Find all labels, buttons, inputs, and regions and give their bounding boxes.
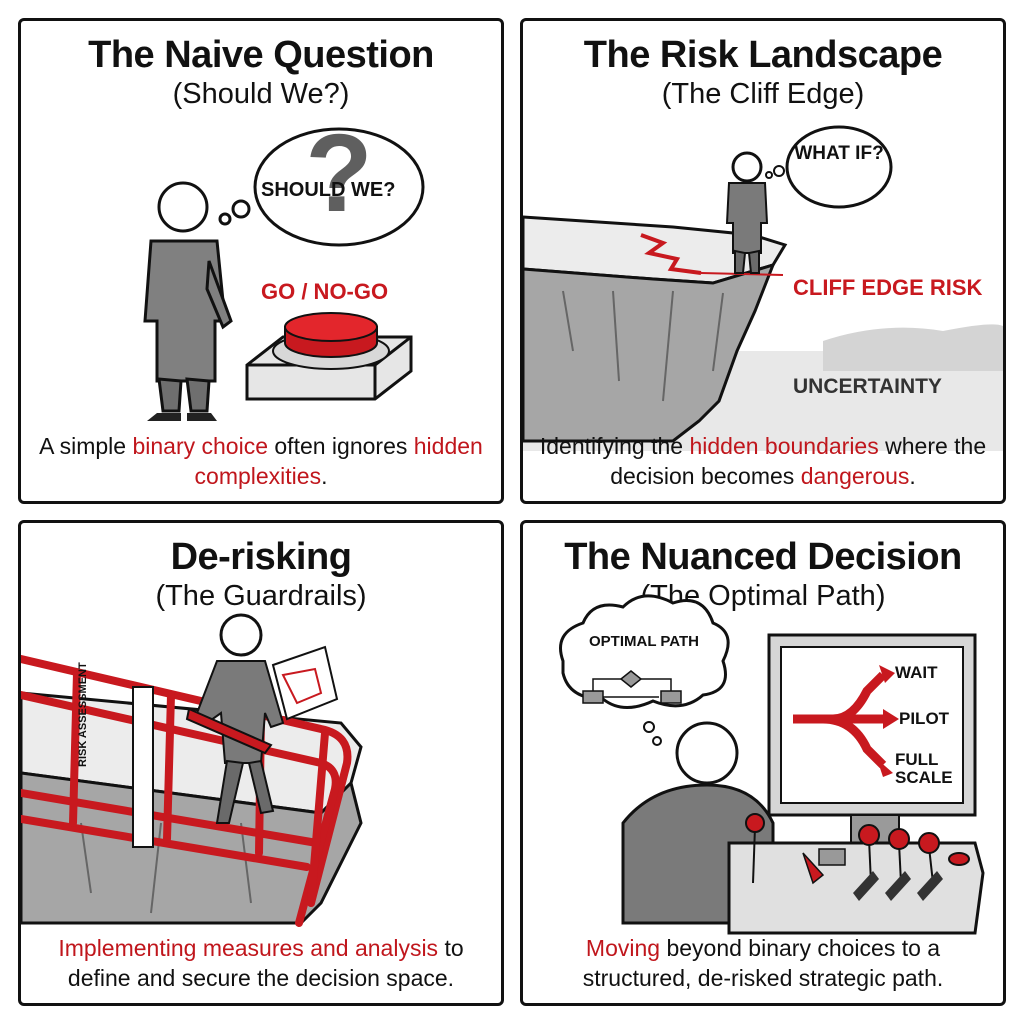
guardrails-illustration [21,613,363,927]
caption-text: A simple [39,433,133,459]
thought-bubble-text: WHAT IF? [794,143,884,164]
question-mark-icon: ? [305,112,372,235]
businessman-and-button-illustration: ? [143,112,425,421]
caption-highlight: dangerous [800,463,910,489]
businessman-icon [195,613,285,824]
panel-risk-landscape: The Risk Landscape (The Cliff Edge) [520,18,1006,504]
panel-caption: Identifying the hidden boundaries where … [529,431,997,491]
control-console-icon [727,841,985,935]
caption-text: Identifying the [539,433,690,459]
lever-icons [745,813,970,884]
guardrail-icon [21,655,352,927]
panel-title: The Risk Landscape [583,34,943,76]
panel-title: De-risking [170,536,352,578]
caption-highlight: Implementing measures and analysis [58,935,439,961]
illustration-naive-question: ? SHOULD WE? GO / NO-GO [21,21,501,501]
illustration-cliff-edge: WHAT IF? CLIFF EDGE RISK UNCERTAINTY [523,21,1003,501]
thought-bubble-text: SHOULD WE? [261,179,396,201]
businessman-icon [725,151,769,274]
option-wait-label: WAIT [895,663,938,682]
uncertainty-label: UNCERTAINTY [793,375,942,398]
panel-de-risking: De-risking (The Guardrails) [18,520,504,1006]
caption-highlight: hidden complexities [194,433,483,489]
go-no-go-button-icon [245,312,413,401]
risk-assessment-sign-icon [132,686,154,848]
panel-caption: A simple binary choice often ignores hid… [27,431,495,491]
option-pilot-label: PILOT [899,709,950,728]
caption-text: to define and secure the decision space. [67,935,464,991]
panel-title: The Naive Question [88,34,434,76]
panel-naive-question: The Naive Question (Should We?) ? [18,18,504,504]
illustration-optimal-path: OPTIMAL PATH WAIT PILOT FULL SCALE [523,523,1003,1003]
panel-title: The Nuanced Decision [564,536,962,578]
drill-icon [185,707,273,755]
caption-text: beyond binary choices to a structured, d… [582,935,944,991]
go-no-go-label: GO / NO-GO [261,279,389,304]
panel-subtitle: (The Cliff Edge) [661,78,865,110]
option-full-scale-label: FULL SCALE [895,750,953,787]
thought-bubble-icon [785,125,893,209]
thought-bubble-icon [253,127,425,247]
caption-text: . [321,463,328,489]
caption-text: often ignores [268,433,414,459]
thought-bubble-text: OPTIMAL PATH [589,633,699,650]
cliff-edge-illustration [523,125,1003,451]
caption-text: where the decision becomes [610,433,987,489]
caption-text: . [909,463,916,489]
flow-node-icon [582,690,604,704]
caption-highlight: Moving [585,935,661,961]
caption-highlight: binary choice [132,433,268,459]
panel-subtitle: (The Guardrails) [155,580,367,612]
panel-caption: Moving beyond binary choices to a struct… [529,933,997,993]
control-panel-illustration [559,594,985,935]
cliff-edge-risk-label: CLIFF EDGE RISK [793,275,983,300]
caption-highlight: hidden boundaries [689,433,879,459]
illustration-guardrails: RISK ASSESSMENT [21,523,501,1003]
cliff-face-icon [523,262,776,443]
panel-nuanced-decision: The Nuanced Decision (The Optimal Path) [520,520,1006,1006]
businessman-icon [143,181,233,421]
panel-caption: Implementing measures and analysis to de… [27,933,495,993]
crack-icon [640,233,702,275]
panel-subtitle: (Should We?) [172,78,350,110]
map-icon [271,645,339,721]
risk-assessment-sign-text: RISK ASSESSMENT [77,662,89,767]
branching-arrows-icon [793,671,887,769]
